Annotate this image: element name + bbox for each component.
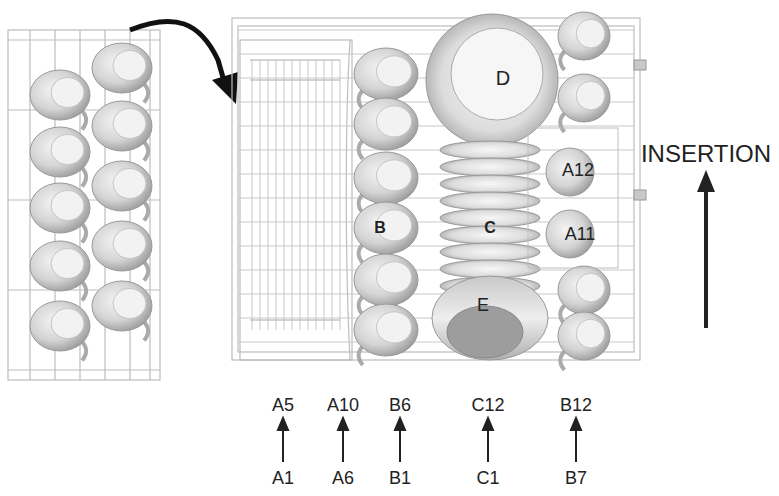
cup-rim — [51, 309, 84, 339]
rack-wire — [238, 198, 634, 199]
position-label: A6 — [332, 469, 354, 487]
cup — [354, 304, 418, 356]
cutlery-tine — [324, 60, 325, 330]
position-label: C1 — [476, 469, 499, 487]
position-label: B12 — [560, 396, 592, 414]
part-label: C — [484, 220, 496, 236]
cutlery-tine — [292, 60, 293, 330]
cutlery-tine — [332, 60, 333, 330]
cup-rim — [376, 106, 411, 137]
position-label: B6 — [389, 396, 411, 414]
position-label: A5 — [272, 396, 294, 414]
cup — [30, 127, 90, 177]
cup — [92, 43, 152, 93]
part-label: A12 — [562, 161, 594, 179]
cutlery-tine — [308, 60, 309, 330]
plate — [440, 192, 540, 210]
cup-rim — [113, 51, 146, 81]
plate — [440, 260, 540, 278]
cup-rim — [376, 312, 411, 343]
cup — [354, 202, 418, 254]
cup-rim — [51, 135, 84, 165]
cup — [354, 152, 418, 204]
position-label: B7 — [565, 469, 587, 487]
cup — [92, 161, 152, 211]
part-label: A11 — [565, 225, 596, 243]
cutlery-tine — [316, 60, 317, 330]
plate — [440, 158, 540, 176]
cup-rim — [113, 169, 146, 199]
cutlery-tine — [260, 60, 261, 330]
cup — [558, 74, 610, 122]
plate — [440, 243, 540, 261]
cup — [354, 48, 418, 100]
position-label: A10 — [327, 396, 359, 414]
cup-rim — [376, 160, 411, 191]
cup — [30, 301, 90, 351]
plate — [440, 175, 540, 193]
cutlery-tine — [340, 60, 341, 330]
cup — [92, 221, 152, 271]
basket-wire — [250, 60, 340, 320]
cup — [354, 254, 418, 306]
cup-rim — [576, 273, 605, 302]
cup-rim — [113, 229, 146, 259]
cup-rim — [51, 191, 84, 221]
position-label: B1 — [389, 469, 411, 487]
position-label: A1 — [272, 469, 294, 487]
cup-rim — [376, 56, 411, 87]
part-label: E — [477, 296, 489, 314]
cup — [30, 183, 90, 233]
cup — [92, 281, 152, 331]
cup — [354, 98, 418, 150]
cutlery-tine — [252, 60, 253, 330]
plate — [440, 141, 540, 159]
cutlery-tine — [300, 60, 301, 330]
cup-rim — [51, 249, 84, 279]
cup-rim — [576, 319, 605, 348]
rack-wire — [238, 126, 634, 127]
cutlery-tine — [268, 60, 269, 330]
cup — [92, 101, 152, 151]
cup — [558, 266, 610, 314]
cup — [30, 241, 90, 291]
cup-rim — [576, 81, 605, 110]
cutlery-tine — [284, 60, 285, 330]
part-label: B — [374, 220, 386, 236]
cup-rim — [113, 289, 146, 319]
cup-rim — [576, 19, 605, 48]
cup — [558, 12, 610, 60]
cup-rim — [51, 78, 84, 108]
cup-rim — [113, 109, 146, 139]
direction-label: INSERTION — [641, 142, 771, 166]
cup — [30, 70, 90, 120]
position-label: C12 — [471, 396, 504, 414]
cup-rim — [376, 262, 411, 293]
cup — [558, 312, 610, 360]
part-label: D — [496, 68, 510, 88]
cutlery-tine — [276, 60, 277, 330]
